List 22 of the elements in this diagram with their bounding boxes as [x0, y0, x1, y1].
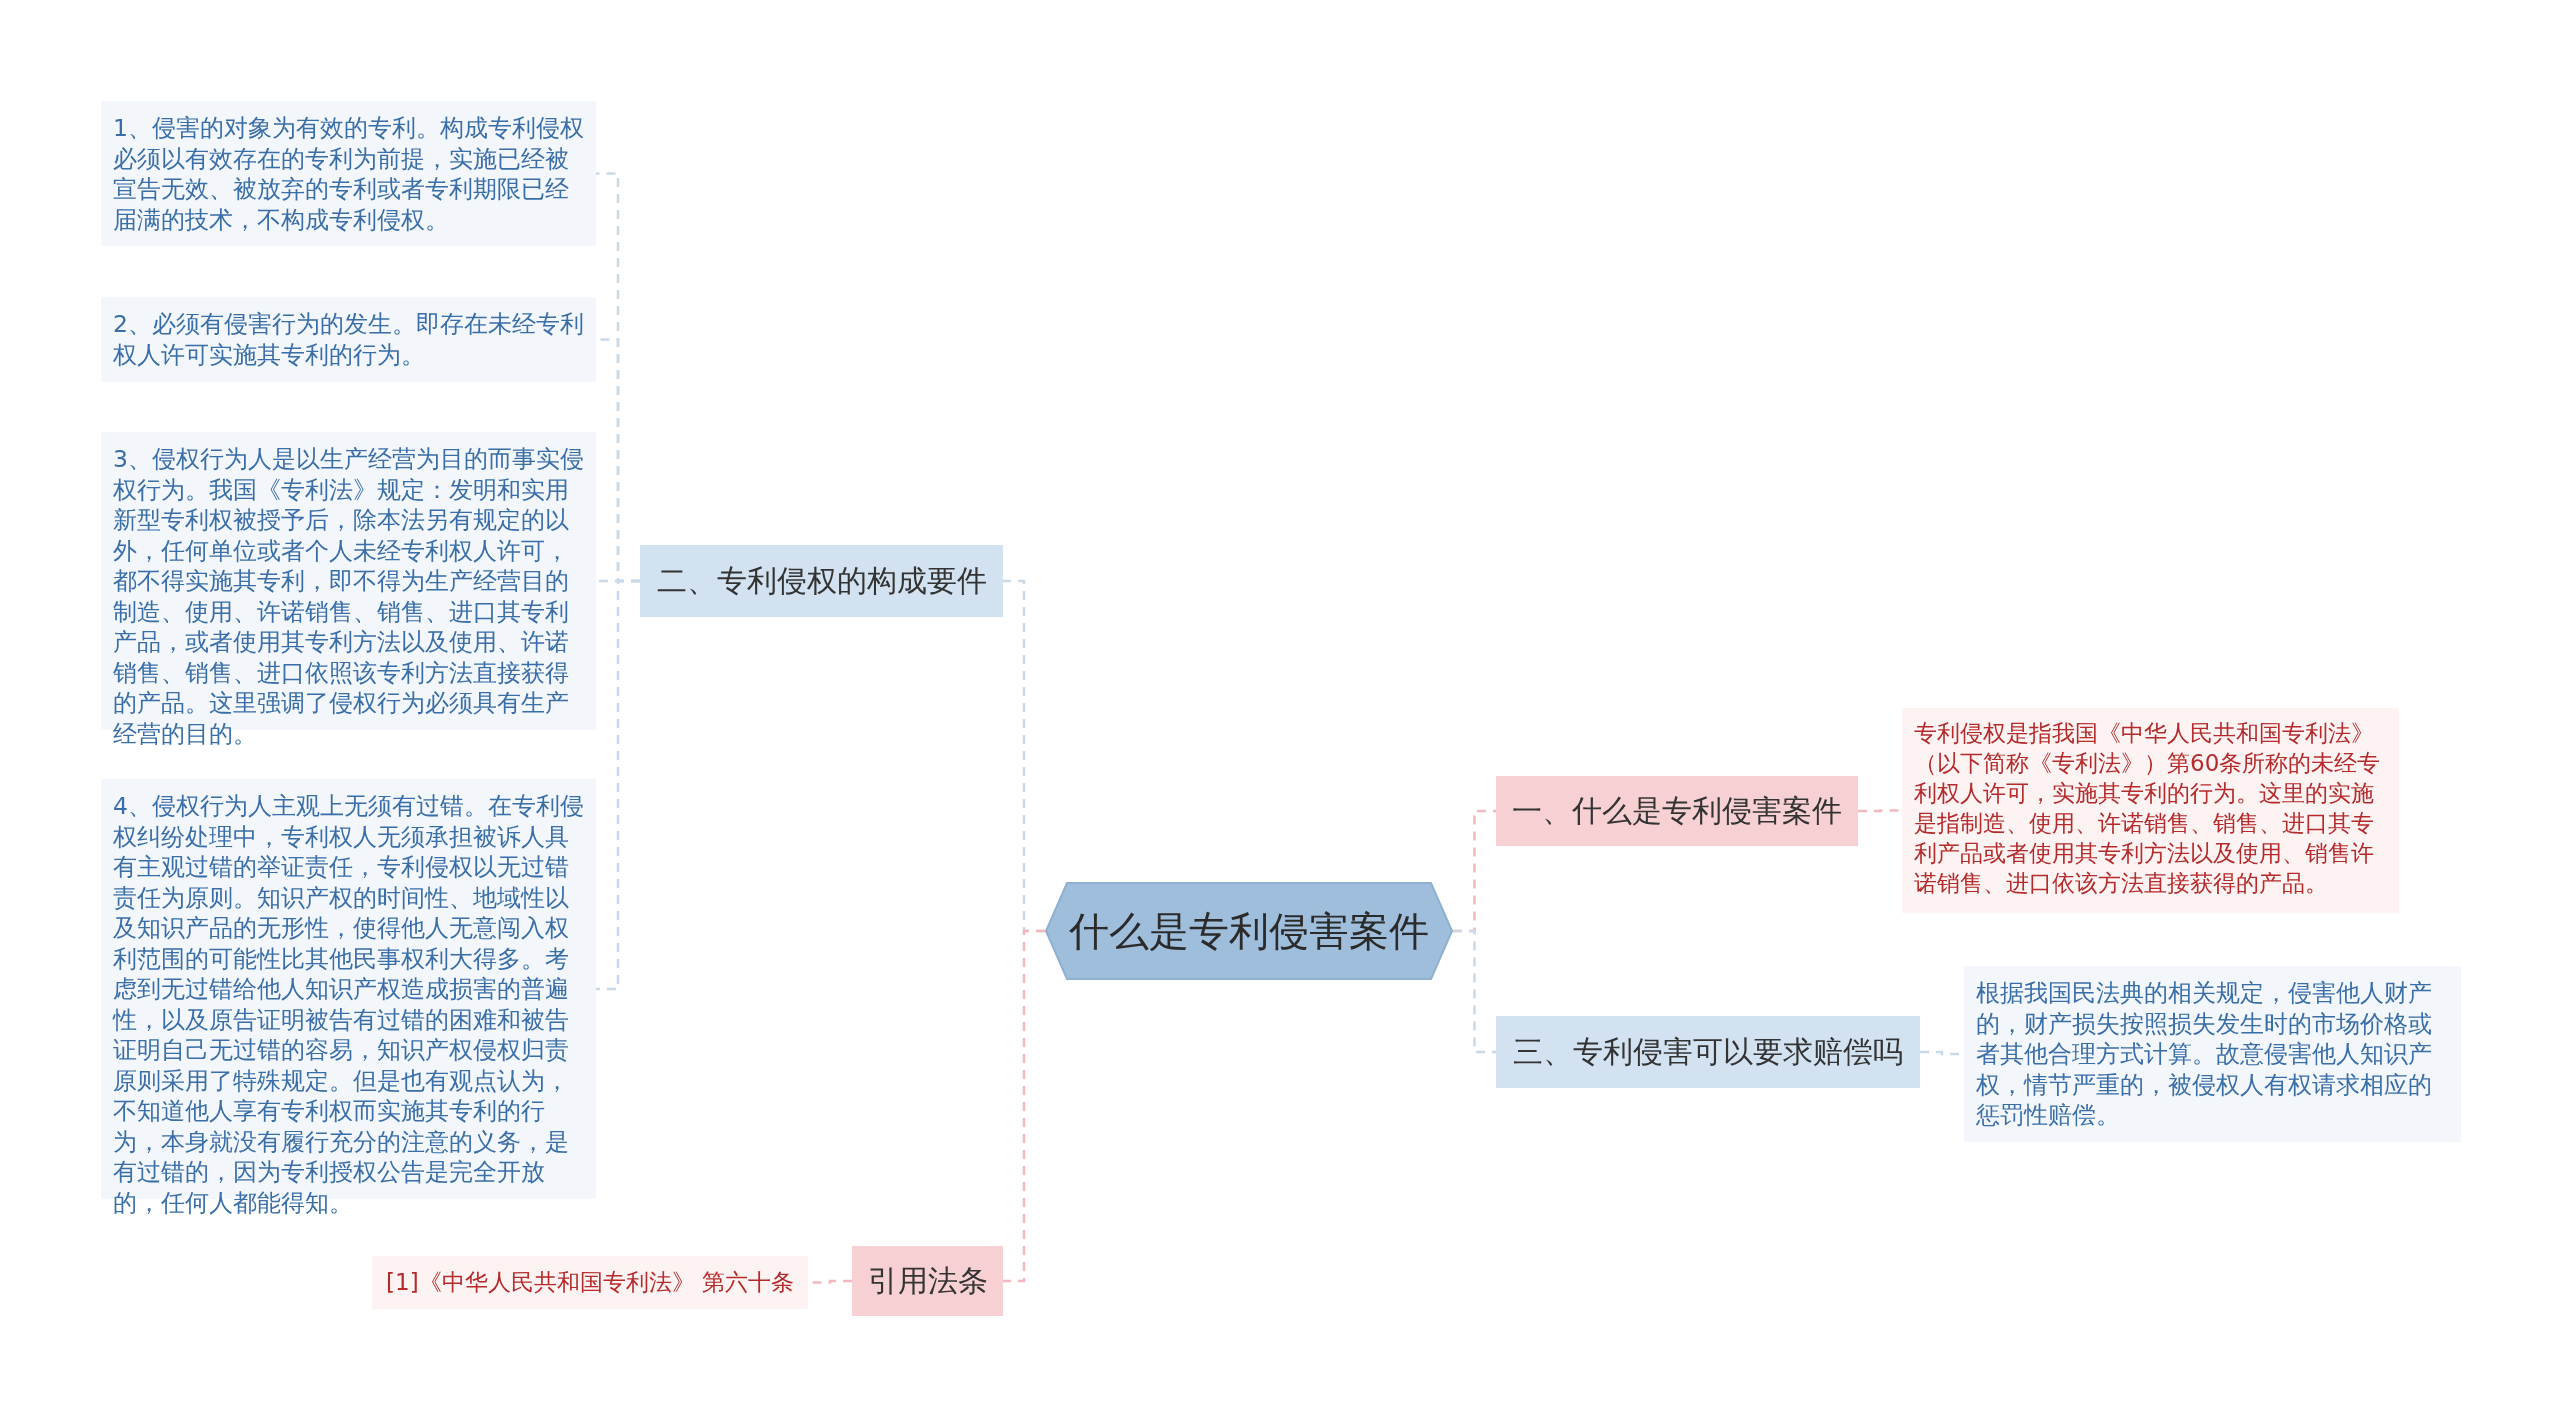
branch-title: [1]《中华人民共和国专利法》 第六十条	[386, 1268, 794, 1297]
branch-title: 二、专利侵权的构成要件	[656, 561, 987, 600]
branch-title: 三、专利侵害可以要求赔偿吗	[1513, 1032, 1903, 1071]
note-text: 1、侵害的对象为有效的专利。构成专利侵权必须以有效存在的专利为前提，实施已经被宣告无效、被放弃的专利或者专利期限已经届满的技术，不构成专利侵权。	[113, 114, 584, 234]
connector-line	[1453, 929, 1496, 1054]
topic-title: 什么是专利侵害案件	[1069, 906, 1429, 956]
branch-title: 一、什么是专利侵害案件	[1512, 791, 1842, 830]
note-text: 2、必须有侵害行为的发生。即存在未经专利权人许可实施其专利的行为。	[113, 310, 584, 369]
topic-hexagon	[1045, 882, 1453, 980]
branch-title: 引用法条	[867, 1261, 988, 1300]
connector-line	[596, 579, 640, 991]
branch-box	[852, 1246, 1003, 1316]
note-text: 4、侵权行为人主观上无须有过错。在专利侵权纠纷处理中，专利权人无须承担被诉人具有主观过错的举证责任，专利侵权以无过错责任为原则。知识产权的时间性、地域性以及知识产品的无形性，使得他人无意闯入权利范围的可能性比其他民事权利大得多。考虑到无过错给他人知识产权造成损害的普遍性，以及原告证明被告有过错的困难和被告证明自己无过错的容易，知识产权侵权归责原则采用了特殊规定。但是也有观点认为，不知道他人享有专利权而实施其专利的行为，本身就没有履行充分的注意的义务，是有过错的，因为专利授权公告是完全开放的，任何人都能得知。	[113, 792, 584, 1217]
note-text: 3、侵权行为人是以生产经营为目的而事实侵权行为。我国《专利法》规定：发明和实用新型专利权被授予后，除本法另有规定的以外，任何单位或者个人未经专利权人许可，都不得实施其专利，即不得为生产经营目的制造、使用、许诺销售、销售、进口其专利产品，或者使用其专利方法以及使用、许诺销售、销售、进口依照该专利方法直接获得的产品。这里强调了侵权行为必须具有生产经营的目的。	[113, 445, 584, 748]
branch-box	[1496, 1016, 1920, 1088]
branch-box	[1496, 776, 1858, 846]
connector-line	[1858, 809, 1902, 813]
note-text: 根据我国民法典的相关规定，侵害他人财产的，财产损失按照损失发生时的市场价格或者其他合理方式计算。故意侵害他人知识产权，情节严重的，被侵权人有权请求相应的惩罚性赔偿。	[1976, 979, 2432, 1129]
connector-line	[1003, 929, 1045, 1283]
note-box	[101, 101, 596, 246]
branch-box	[640, 545, 1003, 617]
note-text: 专利侵权是指我国《中华人民共和国专利法》（以下简称《专利法》）第60条所称的未经专利权人许可，实施其专利的行为。这里的实施是指制造、使用、许诺销售、销售、进口其专利产品或者使用其专利方法以及使用、销售许诺销售、进口依该方法直接获得的产品。	[1914, 720, 2381, 896]
